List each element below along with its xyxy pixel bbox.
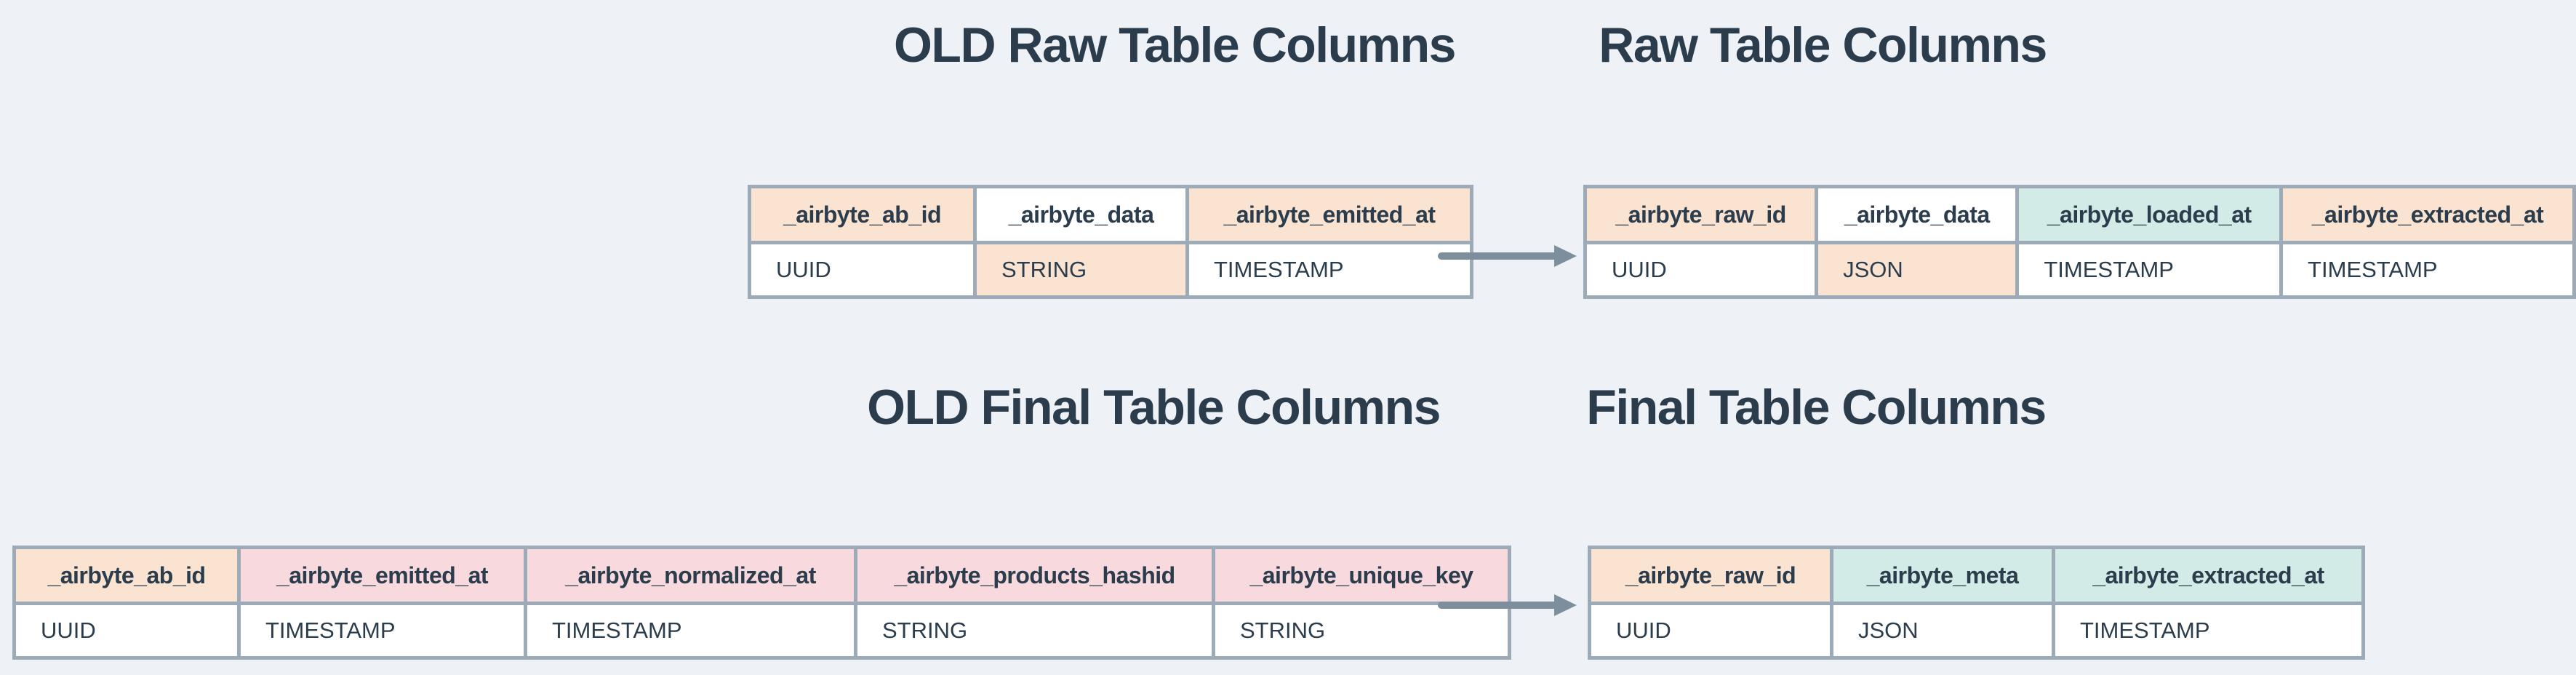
old-final-columns-table: _airbyte_ab_id_airbyte_emitted_at_airbyt… <box>12 546 1511 660</box>
column-header-_airbyte_emitted_at: _airbyte_emitted_at <box>1185 185 1473 244</box>
column-type-_airbyte_emitted_at: TIMESTAMP <box>237 602 527 660</box>
column-header-_airbyte_ab_id: _airbyte_ab_id <box>12 546 241 605</box>
column-header-_airbyte_raw_id: _airbyte_raw_id <box>1588 546 1833 605</box>
final-table-title: Final Table Columns <box>1586 380 2047 435</box>
column-type-_airbyte_unique_key: STRING <box>1212 602 1511 660</box>
column-header-_airbyte_meta: _airbyte_meta <box>1830 546 2055 605</box>
column-type-_airbyte_normalized_at: TIMESTAMP <box>524 602 857 660</box>
column-type-_airbyte_extracted_at: TIMESTAMP <box>2052 602 2365 660</box>
column-header-_airbyte_unique_key: _airbyte_unique_key <box>1212 546 1511 605</box>
raw-migration-arrow-icon <box>1438 245 1577 267</box>
column-header-_airbyte_emitted_at: _airbyte_emitted_at <box>237 546 527 605</box>
column-type-_airbyte_data: JSON <box>1815 241 2020 299</box>
column-type-_airbyte_meta: JSON <box>1830 602 2055 660</box>
column-type-_airbyte_ab_id: UUID <box>12 602 241 660</box>
column-type-_airbyte_extracted_at: TIMESTAMP <box>2279 241 2576 299</box>
final-migration-arrow-icon <box>1438 594 1577 616</box>
column-header-_airbyte_extracted_at: _airbyte_extracted_at <box>2052 546 2365 605</box>
column-header-_airbyte_data: _airbyte_data <box>1815 185 2020 244</box>
column-type-_airbyte_loaded_at: TIMESTAMP <box>2015 241 2284 299</box>
column-header-_airbyte_products_hashid: _airbyte_products_hashid <box>854 546 1215 605</box>
column-header-_airbyte_extracted_at: _airbyte_extracted_at <box>2279 185 2576 244</box>
column-header-_airbyte_ab_id: _airbyte_ab_id <box>748 185 977 244</box>
raw-columns-table: _airbyte_raw_id_airbyte_data_airbyte_loa… <box>1583 185 2576 299</box>
column-header-_airbyte_loaded_at: _airbyte_loaded_at <box>2015 185 2284 244</box>
column-type-_airbyte_raw_id: UUID <box>1588 602 1833 660</box>
column-header-_airbyte_normalized_at: _airbyte_normalized_at <box>524 546 857 605</box>
column-type-_airbyte_emitted_at: TIMESTAMP <box>1185 241 1473 299</box>
final-columns-table: _airbyte_raw_id_airbyte_meta_airbyte_ext… <box>1588 546 2365 660</box>
old-final-table-title: OLD Final Table Columns <box>867 380 1441 435</box>
raw-table-title: Raw Table Columns <box>1599 17 2047 73</box>
column-type-_airbyte_data: STRING <box>973 241 1189 299</box>
column-header-_airbyte_raw_id: _airbyte_raw_id <box>1583 185 1819 244</box>
old-raw-columns-table: _airbyte_ab_id_airbyte_data_airbyte_emit… <box>748 185 1473 299</box>
old-raw-table-title: OLD Raw Table Columns <box>894 17 1456 73</box>
column-type-_airbyte_raw_id: UUID <box>1583 241 1819 299</box>
column-type-_airbyte_products_hashid: STRING <box>854 602 1215 660</box>
column-header-_airbyte_data: _airbyte_data <box>973 185 1189 244</box>
column-type-_airbyte_ab_id: UUID <box>748 241 977 299</box>
